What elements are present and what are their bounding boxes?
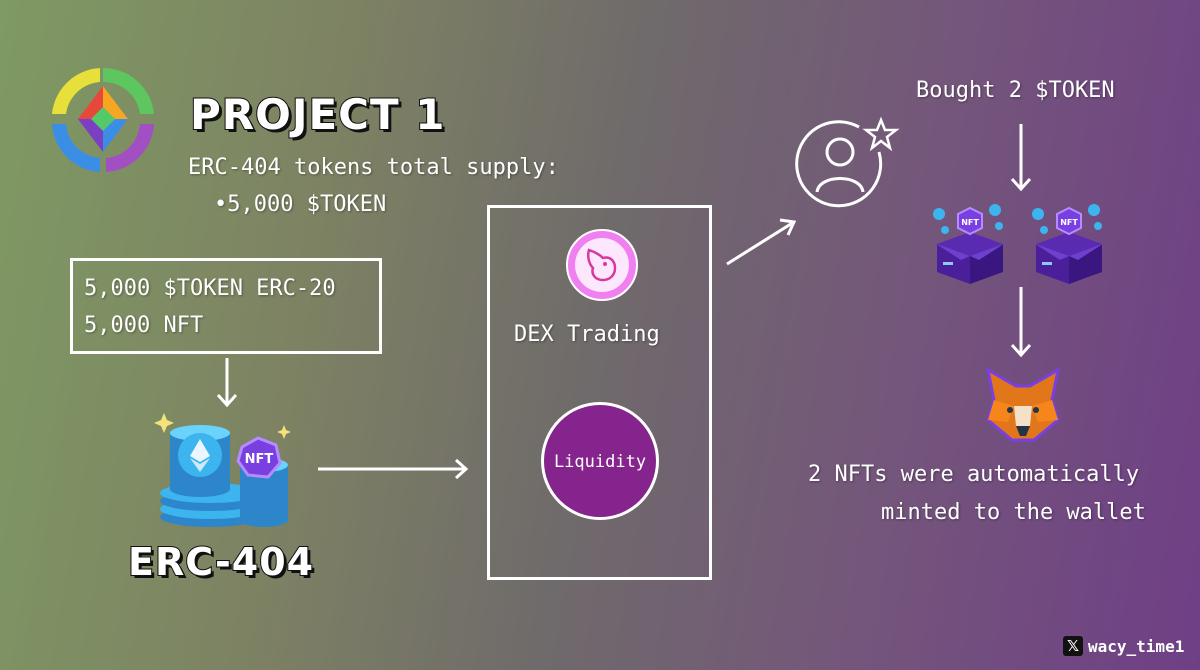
arrow-down-icon: [216, 358, 238, 408]
arrow-right-icon: [318, 458, 469, 480]
token-box-line1: 5,000 $TOKEN ERC-20: [84, 276, 336, 301]
liquidity-label: Liquidity: [553, 452, 647, 472]
x-logo-icon: 𝕏: [1063, 636, 1083, 656]
arrow-down-icon: [1010, 287, 1032, 358]
erc404-coins-icon: NFT: [154, 413, 291, 527]
token-box-line2: 5,000 NFT: [84, 313, 204, 338]
supply-item: •5,000 $TOKEN: [214, 192, 387, 217]
nft-box-icon: NFT: [927, 204, 1013, 284]
arrow-down-icon: [1010, 124, 1032, 192]
uniswap-logo-icon: [566, 229, 638, 301]
result-line2: minted to the wallet: [881, 500, 1146, 525]
project-title: PROJECT 1: [189, 89, 446, 140]
result-line1: 2 NFTs were automatically: [808, 462, 1140, 487]
nft-box-icon: NFT: [1026, 204, 1112, 284]
bought-text: Bought 2 $TOKEN: [916, 78, 1115, 103]
liquidity-circle: [541, 402, 659, 520]
svg-text:NFT: NFT: [245, 452, 274, 467]
dex-box: [487, 205, 712, 580]
erc404-label: ERC-404: [127, 539, 315, 585]
dex-trading-label: DEX Trading: [514, 322, 660, 347]
credit-handle: wacy_time1: [1088, 637, 1185, 656]
svg-text:NFT: NFT: [1060, 218, 1078, 227]
supply-heading: ERC-404 tokens total supply:: [188, 155, 559, 180]
project-logo: [52, 67, 154, 172]
arrow-up-right-icon: [726, 218, 797, 266]
nft-badge-text: NFT: [961, 218, 979, 227]
user-star-icon: [795, 116, 900, 208]
token-supply-box: [70, 258, 382, 354]
metamask-fox-icon: [985, 367, 1061, 442]
